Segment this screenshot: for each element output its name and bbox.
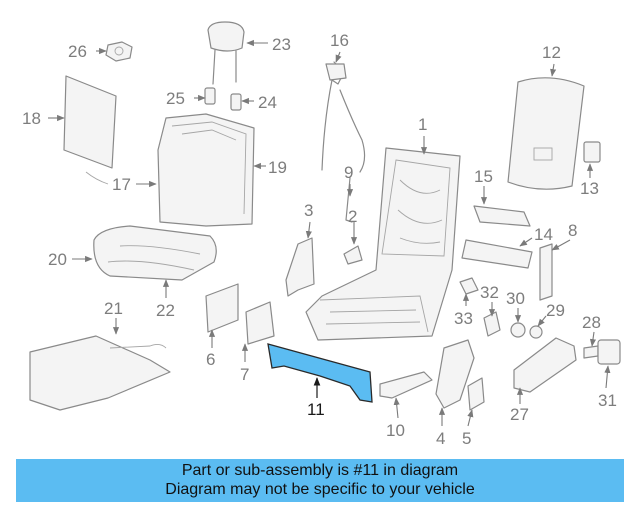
callout-26: 26 [68, 42, 87, 61]
part-25-guide [204, 87, 216, 105]
part-26-clip [105, 41, 133, 62]
part-7-bracket [245, 301, 275, 345]
callout-27: 27 [510, 405, 529, 424]
callout-5: 5 [462, 429, 471, 448]
info-banner: Part or sub-assembly is #11 in diagram D… [16, 459, 624, 502]
callout-32: 32 [480, 283, 499, 302]
part-16-cable [321, 61, 366, 173]
part-2-bracket [343, 245, 363, 265]
callout-10: 10 [386, 421, 405, 440]
callout-24: 24 [258, 93, 277, 112]
banner-line-2: Diagram may not be specific to your vehi… [165, 481, 475, 498]
callout-30: 30 [506, 289, 525, 308]
part-13-clip [583, 141, 601, 163]
part-20-cushion [93, 225, 217, 281]
part-27-armrest [513, 337, 577, 393]
callout-18: 18 [22, 109, 41, 128]
part-1-seat-frame [305, 147, 461, 341]
part-18-back-panel [63, 75, 117, 185]
callout-31: 31 [598, 391, 617, 410]
callout-13: 13 [580, 179, 599, 198]
part-4-side-shield [435, 339, 475, 409]
callout-33: 33 [454, 309, 473, 328]
part-33-clip [459, 277, 479, 295]
callout-16: 16 [330, 31, 349, 50]
callout-15: 15 [474, 167, 493, 186]
callout-25: 25 [166, 89, 185, 108]
part-6-panel [205, 283, 239, 333]
callout-21: 21 [104, 299, 123, 318]
part-14-rail [461, 239, 533, 269]
callout-20: 20 [48, 250, 67, 269]
callout-28: 28 [582, 313, 601, 332]
part-15-rail [473, 205, 531, 227]
part-3-bracket [285, 237, 315, 297]
callout-19: 19 [268, 158, 287, 177]
callout-12: 12 [542, 43, 561, 62]
callout-1: 1 [418, 115, 427, 134]
leader-lines [48, 39, 611, 427]
callout-17: 17 [112, 175, 131, 194]
part-5-cover [467, 377, 485, 411]
seat-parts-diagram: 26 23 16 12 25 24 18 1 19 9 17 13 15 3 2… [22, 21, 621, 448]
callout-11-highlighted: 11 [307, 400, 325, 419]
banner-line-1: Part or sub-assembly is #11 in diagram [181, 462, 459, 479]
part-24-guide [230, 93, 242, 111]
part-28-bolt [583, 345, 599, 359]
callout-4: 4 [436, 429, 445, 448]
callout-23: 23 [272, 35, 291, 54]
part-31-cap [597, 339, 621, 365]
part-23-headrest [207, 21, 245, 85]
callout-6: 6 [206, 350, 215, 369]
callout-3: 3 [304, 201, 313, 220]
part-11-cover-highlighted [267, 343, 373, 403]
part-12-back-panel [507, 77, 585, 190]
part-21-floor-mat [29, 335, 171, 411]
part-30-cap [510, 322, 526, 338]
callout-14: 14 [534, 225, 553, 244]
part-10-trim [379, 371, 433, 399]
callout-9: 9 [344, 163, 353, 182]
callout-numbers: 26 23 16 12 25 24 18 1 19 9 17 13 15 3 2… [22, 31, 617, 448]
part-19-seatback [157, 113, 255, 227]
callout-2: 2 [348, 207, 357, 226]
callout-29: 29 [546, 301, 565, 320]
callout-22: 22 [156, 301, 175, 320]
part-8-bracket [539, 243, 553, 301]
callout-7: 7 [240, 365, 249, 384]
part-29-cap [529, 325, 543, 339]
callout-8: 8 [568, 221, 577, 240]
